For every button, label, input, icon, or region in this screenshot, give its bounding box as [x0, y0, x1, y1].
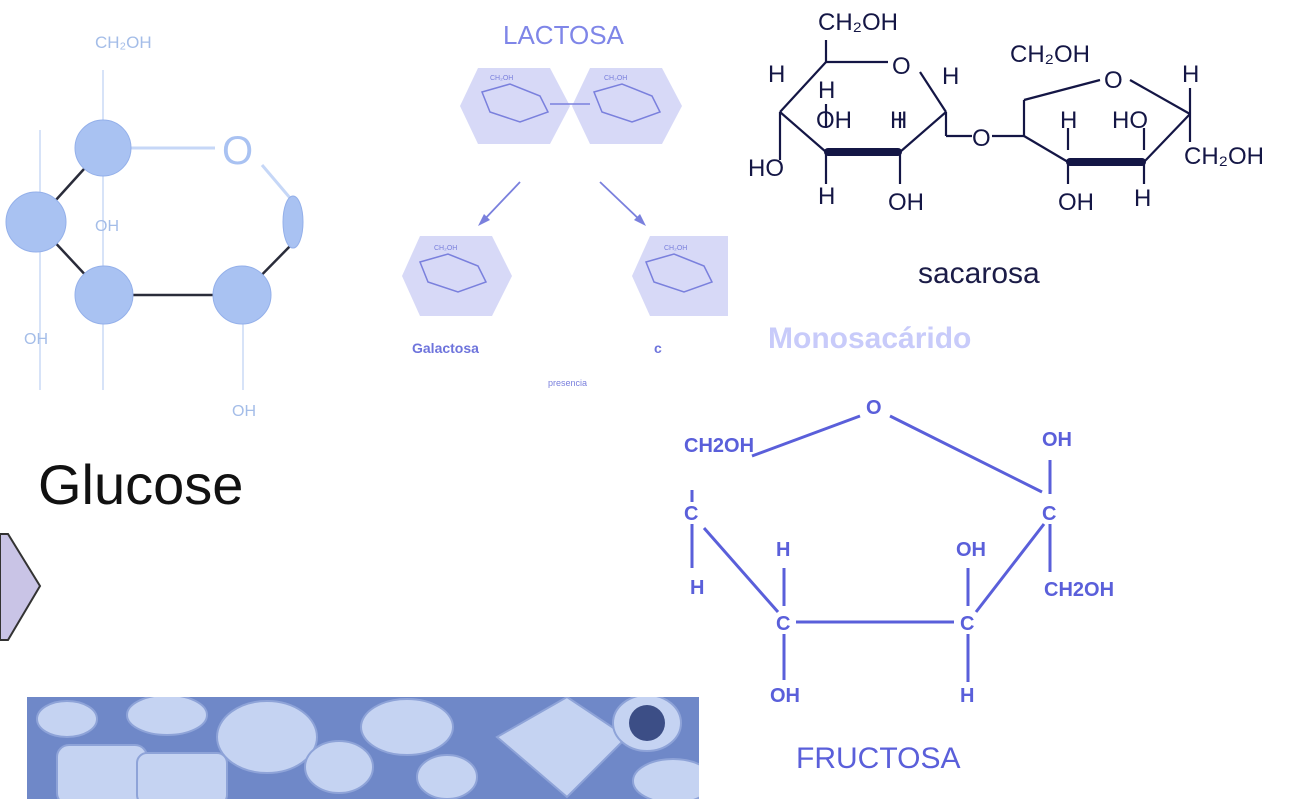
diagram-label: CH₂OH — [434, 245, 457, 252]
sac-fru-h-top-right: H — [1182, 61, 1199, 88]
fru-h-left: H — [690, 577, 704, 599]
glucose-title: Glucose — [38, 453, 244, 516]
sac-fru-h-bottom: H — [1134, 185, 1151, 212]
sac-oh-inner: OH — [816, 107, 852, 134]
fru-oh-mid-right: OH — [956, 539, 986, 561]
fru-oh-top-right: OH — [1042, 429, 1072, 451]
fru-c-bottom-left: C — [776, 613, 790, 635]
fru-c-left: C — [684, 503, 698, 525]
sac-h-top-left: H — [768, 61, 785, 88]
fru-h-mid-left: H — [776, 539, 790, 561]
sac-h-inner-right: H — [890, 107, 907, 134]
fru-h-bottom-right: H — [960, 685, 974, 707]
sac-ch2oh-top: CH₂OH — [818, 9, 898, 36]
fru-ch2oh-right: CH2OH — [1044, 579, 1114, 601]
glucose-oh-inner: OH — [95, 218, 119, 235]
sac-fru-oh-bottom: OH — [1058, 189, 1094, 216]
sac-ho-left: HO — [748, 155, 784, 182]
sac-h-bottom: H — [818, 183, 835, 210]
sac-ring-o: O — [892, 53, 911, 80]
sac-bridge-o: O — [972, 125, 991, 152]
fructosa-title: FRUCTOSA — [796, 742, 961, 775]
glucose-ch2oh: CH₂OH — [95, 33, 152, 52]
carbon-atom — [282, 195, 304, 249]
fru-ch2oh-top-left: CH2OH — [684, 435, 754, 457]
galactosa-label: Galactosa — [412, 340, 479, 356]
glucose-ring-o: O — [222, 129, 253, 173]
carbon-atom — [212, 265, 272, 325]
glucose-oh-bottom: OH — [232, 403, 256, 420]
sac-fru-ho-inner: HO — [1112, 107, 1148, 134]
chevron-right-icon[interactable] — [0, 533, 42, 641]
sac-fru-h-inner: H — [1060, 107, 1077, 134]
sac-fru-ring-o: O — [1104, 67, 1123, 94]
carbon-atom — [74, 265, 134, 325]
sac-fru-ch2oh-right: CH₂OH — [1184, 143, 1264, 170]
lactosa-title: LACTOSA — [503, 20, 624, 50]
fru-ring-o: O — [866, 397, 882, 419]
carbon-atom — [5, 191, 67, 253]
dairy-products-photo — [27, 697, 699, 799]
presencia-label: presencia — [548, 378, 588, 388]
fru-oh-bottom-left: OH — [770, 685, 800, 707]
diagram-label: CH₂OH — [664, 245, 687, 252]
fru-c-bottom-right: C — [960, 613, 974, 635]
sac-oh-bottom: OH — [888, 189, 924, 216]
diagram-label: CH₂OH — [490, 75, 513, 82]
monosacarido-title: Monosacárido — [768, 322, 972, 355]
sac-h-inner: H — [818, 77, 835, 104]
glucose-oh-left: OH — [24, 331, 48, 348]
glucosa-label-truncated: c — [654, 340, 662, 356]
diagram-label: CH₂OH — [604, 75, 627, 82]
carbon-atom — [74, 119, 132, 177]
sac-h-right: H — [942, 63, 959, 90]
fru-c-right: C — [1042, 503, 1056, 525]
sacarosa-label: sacarosa — [918, 257, 1040, 290]
sac-fru-ch2oh-top: CH₂OH — [1010, 41, 1090, 68]
